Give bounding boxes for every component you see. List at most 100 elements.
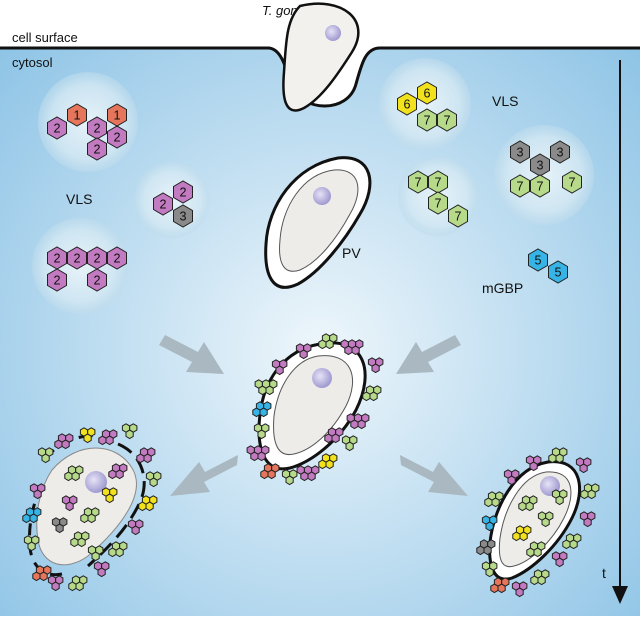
gbp-hexagon (541, 517, 550, 528)
gbp-hexagon-label: 6 (423, 87, 430, 101)
gbp-hexagon (32, 571, 41, 582)
gbp-hexagon (346, 413, 355, 423)
gbp-hexagon (87, 137, 107, 161)
gbp-hexagon (254, 379, 263, 389)
gbp-hexagon (562, 539, 571, 550)
vls-bubble (379, 58, 471, 150)
gbp-hexagon (98, 435, 107, 446)
gbp-hexagon (476, 545, 485, 556)
gbp-hexagon-label: 2 (93, 274, 100, 288)
cytosol-label: cytosol (12, 55, 53, 70)
parasite-nucleus (325, 25, 341, 41)
gbp-hexagon (296, 465, 305, 475)
gbp-hexagon-label: 2 (93, 122, 100, 136)
pv-parasite-nucleus (312, 368, 332, 388)
gbp-hexagon (555, 495, 564, 506)
gbp-hexagon (555, 453, 564, 464)
gbp-hexagon (485, 567, 494, 578)
gbp-hexagon-label: 7 (443, 114, 450, 128)
gbp-hexagon (136, 453, 145, 464)
gbp-hexagon (87, 513, 96, 524)
gbp-hexagon-label: 3 (516, 146, 523, 160)
decorated-pv-center (257, 341, 367, 471)
gbp-hexagon-label: 7 (536, 180, 543, 194)
gbp-hexagon-label: 2 (53, 274, 60, 288)
gbp-hexagon-label: 6 (403, 98, 410, 112)
gbp-hexagon (548, 260, 568, 284)
gbp-hexagon (83, 433, 92, 444)
gbp-hexagon (417, 108, 437, 132)
gbp-hexagon (307, 471, 316, 482)
gbp-hexagon (47, 116, 67, 140)
gbp-hexagon (65, 501, 74, 512)
gbp-hexagon (107, 125, 127, 149)
gbp-hexagon (515, 587, 524, 598)
gbp-hexagon-label: 2 (179, 186, 186, 200)
process-arrows (159, 335, 468, 496)
gbp-hexagon (507, 475, 516, 486)
gbp-hexagon (569, 539, 578, 550)
gbp-hexagon (68, 581, 77, 592)
time-axis-label: t (602, 565, 606, 581)
gbp-hexagon (550, 140, 570, 164)
gbp-hexagon (357, 419, 366, 430)
gbp-hexagon (246, 445, 255, 455)
gbp-hexagon (257, 429, 266, 440)
gbp-hexagon (265, 385, 274, 396)
gbp-hexagon (437, 108, 457, 132)
gbp-hexagon-label: 1 (113, 109, 120, 123)
gbp-hexagon-label: 7 (423, 114, 430, 128)
gbp-hexagon (533, 547, 542, 558)
gbp-hexagon (580, 489, 589, 500)
gbp-hexagon (54, 439, 63, 450)
gbp-hexagon (324, 433, 333, 444)
gbp-hexagon (340, 339, 349, 349)
gbp-hexagon (318, 459, 327, 470)
gbp-hexagon (530, 575, 539, 586)
gbp-hexagon (39, 571, 48, 582)
gbp-hexagon-label: 7 (434, 197, 441, 211)
gbp-coat-right (476, 447, 600, 598)
gbp-hexagon (518, 501, 527, 512)
gbp-hexagon-label: 2 (53, 122, 60, 136)
arrow-right-down-icon (400, 455, 468, 496)
pv-parasite-nucleus (313, 187, 331, 205)
gbp-hexagon (525, 501, 534, 512)
gbp-hexagon (491, 497, 500, 508)
gbp-hexagon (285, 475, 294, 486)
gbp-hexagon (362, 391, 371, 402)
gbp-hexagon (145, 501, 154, 512)
gbp-hexagon (107, 246, 127, 270)
pv-parasite-nucleus (85, 471, 107, 493)
gbp-hexagon-label: 2 (159, 198, 166, 212)
gbp-hexagon (115, 547, 124, 558)
gbp-hexagon-label: 7 (434, 176, 441, 190)
gbp-hexagon-label: 5 (534, 254, 541, 268)
gbp-hexagon-label: 2 (53, 252, 60, 266)
arrow-right-down-icon (159, 335, 224, 374)
time-axis (612, 60, 628, 604)
cell-surface-label: cell surface (12, 30, 78, 45)
gbp-hexagon (345, 441, 354, 452)
gbp-hexagon (64, 471, 73, 482)
arrow-left-down-icon (396, 335, 461, 374)
gbp-hexagon-label: 3 (179, 210, 186, 224)
gbp-hexagon-label: 2 (93, 252, 100, 266)
gbp-hexagon (555, 557, 564, 568)
gbp-hexagon-label: 7 (454, 210, 461, 224)
gbp-hexagon (75, 581, 84, 592)
gbp-hexagon-label: 7 (516, 180, 523, 194)
gbp-hexagon (397, 92, 417, 116)
gbp-hexagon (252, 407, 261, 418)
gbp-hexagon (529, 461, 538, 472)
gbp-hexagon (369, 391, 378, 402)
gbp-hexagon (29, 513, 38, 524)
gbp-hexagon (77, 537, 86, 548)
gbp-hexagon (483, 545, 492, 556)
cell-surface-membrane (0, 46, 640, 108)
gbp-cluster-vls-2: 223 (153, 180, 193, 228)
